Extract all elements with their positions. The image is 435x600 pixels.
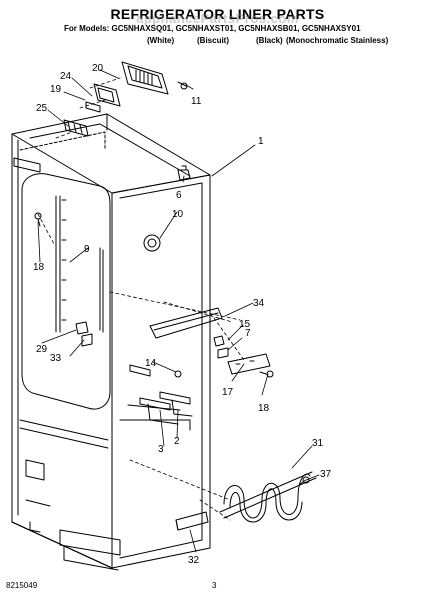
variant-black: (Black) [256,36,283,45]
callout-3: 3 [158,444,164,455]
watermark: appliancePartsPros.com [136,11,299,26]
callout-34: 34 [253,298,265,309]
callout-2: 2 [174,436,180,447]
callout-19: 19 [50,84,62,95]
document-number: 8215049 [6,581,38,590]
callout-9: 9 [84,244,90,255]
callout-25: 25 [36,103,48,114]
callout-6: 6 [176,190,182,201]
callout-11: 11 [191,96,202,107]
part-10-knob [143,234,161,252]
callout-17: 17 [222,387,234,398]
part-32-block [175,511,209,531]
part-14-screw [174,370,182,378]
part-37-screw [299,476,310,485]
callout-10: 10 [172,209,184,220]
callout-33: 33 [50,353,62,364]
part-24-control-box [93,83,121,107]
part-18-screw-right [259,370,274,378]
callout-20: 20 [92,63,104,74]
models-line: For Models: GC5NHAXSQ01, GC5NHAXST01, GC… [64,24,361,33]
part-25-socket [63,119,89,137]
part-9-rails [55,195,104,333]
page-number: 3 [212,581,217,590]
part-11-screw [177,81,188,90]
part-15-clip [213,335,225,347]
callout-18-left: 18 [33,262,45,273]
page-title: REFRIGERATOR LINER PARTS [110,6,325,22]
callout-24: 24 [60,71,72,82]
part-18-screw-left [34,212,42,227]
callout-31: 31 [312,438,324,449]
part-20-light-housing [121,61,169,95]
callout-1: 1 [258,136,264,147]
part-29-clip [75,321,89,335]
part-6-fitting [177,165,191,181]
callout-7: 7 [245,328,251,339]
variant-monochromatic-stainless: (Monochromatic Stainless) [286,36,389,45]
variant-biscuit: (Biscuit) [197,36,229,45]
refrigerator-liner [11,113,211,571]
callout-29: 29 [36,344,48,355]
variant-white: (White) [147,36,175,45]
callout-32: 32 [188,555,200,566]
callout-14: 14 [145,358,157,369]
part-17-bracket [227,353,271,375]
part-3-slide [139,397,179,425]
callout-labels: 1 2 3 6 7 9 10 11 14 15 17 18 18 19 20 2… [33,63,332,566]
part-31-heater [219,471,317,523]
part-33-clip [81,333,93,347]
part-2-slide [159,391,193,417]
callout-15: 15 [239,319,251,330]
part-7-clip [217,347,229,359]
part-34-rail [149,307,223,339]
callout-37: 37 [320,469,332,480]
callout-18-right: 18 [258,403,270,414]
part-19-bracket [85,101,101,113]
